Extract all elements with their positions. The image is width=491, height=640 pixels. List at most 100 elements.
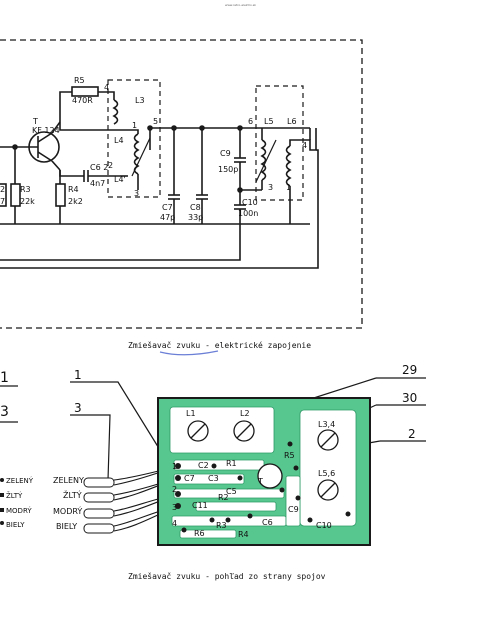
solder-pads [175, 441, 351, 533]
board-label-R3: R3 [216, 521, 227, 530]
board-label-C6: C6 [262, 518, 273, 527]
label-C6: C6 2 [90, 163, 108, 172]
label-R3: R3 [20, 185, 31, 194]
label-R4: R4 [68, 185, 79, 194]
coil-L5 [260, 139, 267, 181]
board-label-R2: R2 [218, 493, 229, 502]
board-label-C2: C2 [198, 461, 209, 470]
coil-L4-core [131, 137, 151, 177]
transistor-type: KF 124 [32, 126, 60, 135]
pin-1: 1 [132, 121, 137, 130]
board-label-L34: L3,4 [318, 420, 335, 429]
value-C9: 150p [218, 165, 238, 174]
board-pin-4: 4 [172, 519, 177, 528]
legend-blue: MODRÝ [6, 506, 32, 515]
label-R5: R5 [74, 76, 85, 85]
label-L3: L3 [135, 96, 145, 105]
resistor-R4 [55, 183, 66, 207]
label-L6: L6 [287, 117, 297, 126]
callout-3: 3 [74, 401, 82, 415]
left-legend: ZELENÝ ŽLTÝ MODRÝ BIELY [0, 476, 34, 529]
transistor-footprint [257, 463, 283, 489]
output-line [0, 149, 319, 269]
callout-numbers: 1 3 29 30 2 [74, 363, 417, 441]
board-label-R4: R4 [238, 530, 249, 539]
board-label-C3: C3 [208, 474, 219, 483]
label-L5: L5 [264, 117, 274, 126]
value-C8: 33p [188, 213, 203, 222]
coil-screws [187, 420, 339, 501]
legend-white: BIELY [6, 521, 25, 529]
board-label-R5: R5 [284, 451, 295, 460]
board-label-T: T [257, 477, 263, 486]
board-label-C11: C11 [192, 501, 208, 510]
schematic-diagram [0, 39, 363, 329]
board-label-C7: C7 [184, 474, 195, 483]
layout-caption: Zmiešavač zvuku - pohľad zo strany spojo… [128, 572, 326, 581]
label-C9: C9 [220, 149, 231, 158]
resistor-R5 [71, 86, 99, 97]
callout-30: 30 [402, 391, 417, 405]
callout-2: 2 [408, 427, 416, 441]
label-C7: C7 [162, 203, 173, 212]
board-label-C5: C5 [226, 487, 237, 496]
value-R3: 22k [20, 197, 35, 206]
label-C8: C8 [190, 203, 201, 212]
board-pin-3: 3 [172, 503, 177, 512]
pin-3a: 3 [134, 189, 139, 198]
wire-label-yellow: ŽLTÝ [63, 489, 82, 500]
page-header: www.retro-elektro.sk [225, 3, 257, 7]
value-R2-partial: 7 [0, 197, 5, 206]
callout-1: 1 [74, 368, 82, 382]
bottom-rail [0, 224, 241, 261]
callout-29: 29 [402, 363, 417, 377]
value-C10: 100n [238, 209, 258, 218]
pin-2: 2 [108, 161, 113, 170]
wire-label-blue: MODRÝ [53, 505, 82, 516]
resistor-R2 [0, 183, 7, 207]
legend-green: ZELENÝ [6, 476, 34, 485]
transistor-letter: T [32, 117, 38, 126]
schematic-caption: Zmiešavač zvuku - elektrické zapojenie [128, 341, 312, 350]
label-L4-prime: L4' [114, 175, 126, 184]
board-label-L2: L2 [240, 409, 250, 418]
board-label-C9: C9 [288, 505, 299, 514]
pin-6: 6 [248, 117, 253, 126]
label-L4: L4 [114, 136, 124, 145]
board-label-R6: R6 [194, 529, 205, 538]
legend-yellow: ŽLTÝ [6, 491, 23, 500]
wire-labels: ZELENY ŽLTÝ MODRÝ BIELY [53, 476, 84, 531]
pin-4b: 4 [302, 141, 307, 150]
board-label-C10: C10 [316, 521, 332, 530]
resistor-R3 [10, 183, 21, 207]
wire-label-green: ZELENY [53, 476, 84, 485]
schematic-labels: T KF 124 R5 470R R3 22k R4 2k2 2 7 C6 2 … [0, 76, 307, 222]
board-labels: L1 L2 L3,4 L5,6 R5 R1 R2 R3 R4 R6 C2 C3 … [172, 409, 335, 539]
pencil-underline [159, 350, 219, 356]
copper-tracks [169, 406, 357, 539]
dashed-frame [0, 39, 363, 329]
board-pin-2: 2 [172, 485, 177, 494]
value-R5: 470R [72, 96, 93, 105]
label-C10: C10 [242, 198, 258, 207]
wire-lugs [83, 477, 115, 534]
coil-L3 [112, 99, 119, 125]
board-label-L56: L5,6 [318, 469, 335, 478]
value-C6: 4n7 [90, 179, 105, 188]
pin-5: 5 [153, 117, 158, 126]
pin-3b: 3 [268, 183, 273, 192]
board-label-L1: L1 [186, 409, 196, 418]
coil-L6 [285, 145, 292, 187]
left-edge-number-3: 3 [0, 404, 9, 420]
shield-box-right [255, 85, 304, 201]
pin-1b: 1 [286, 183, 291, 192]
label-R2-partial: 2 [0, 185, 5, 194]
pin-4a: 4 [104, 83, 109, 92]
value-C7: 47p [160, 213, 175, 222]
wire-label-white: BIELY [56, 522, 77, 531]
board-pin-1: 1 [172, 462, 177, 471]
left-edge-number-1: 1 [0, 370, 9, 386]
board-label-R1: R1 [226, 459, 237, 468]
value-R4: 2k2 [68, 197, 83, 206]
